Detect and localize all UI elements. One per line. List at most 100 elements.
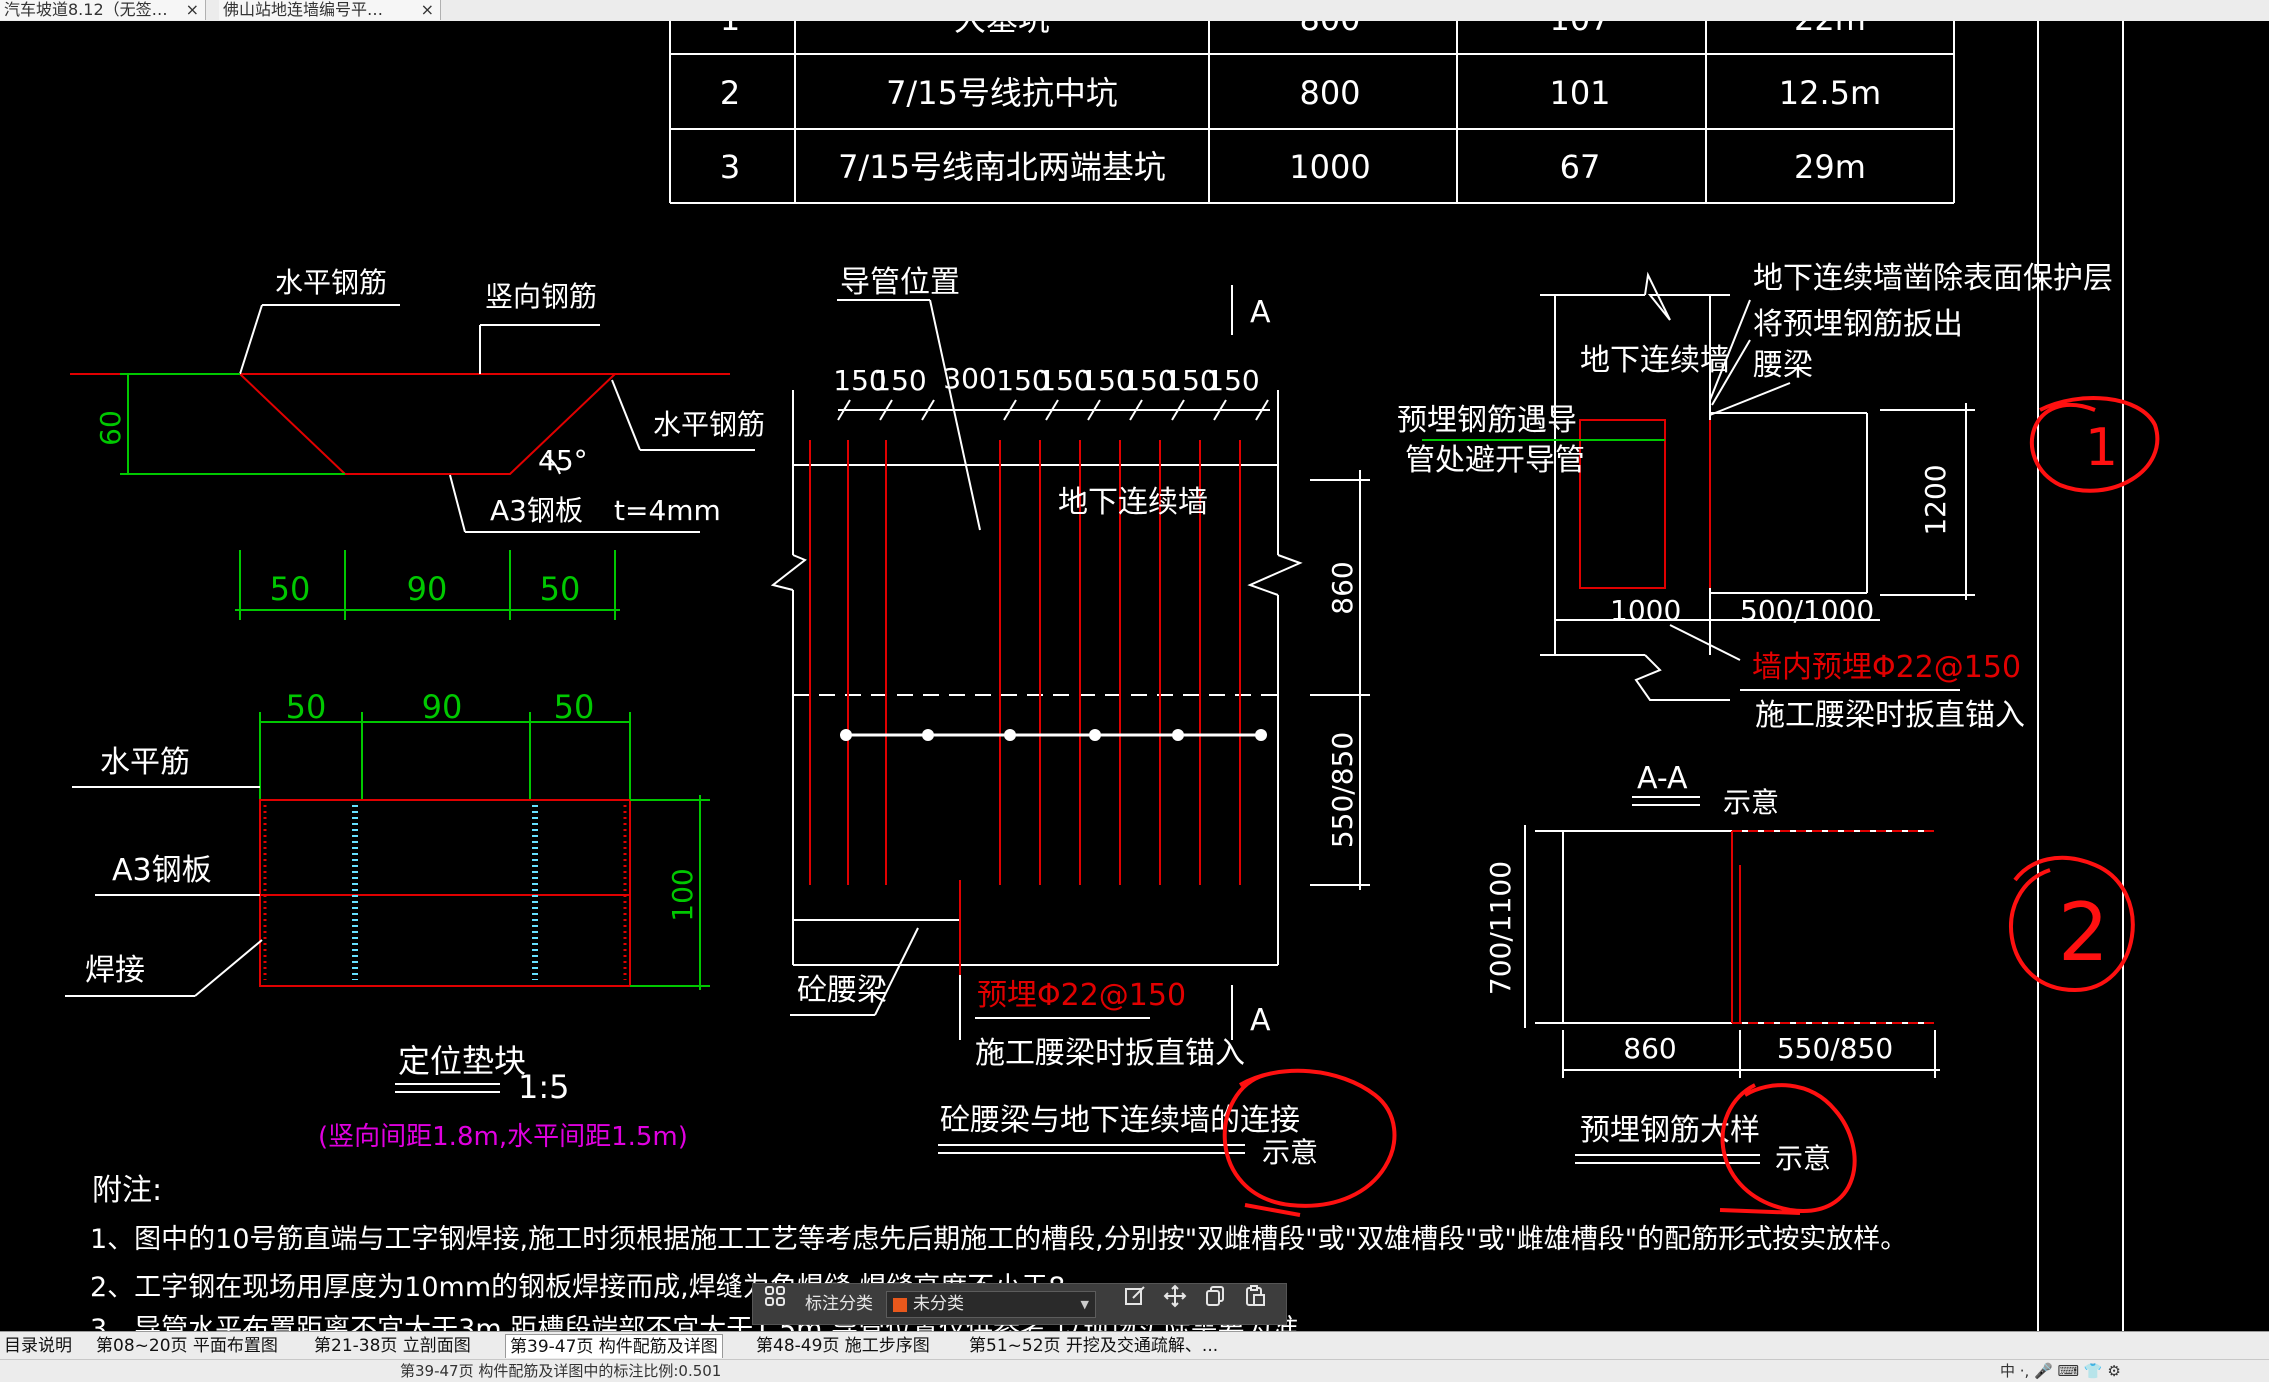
detail-bent-plate: 60 水平钢筋 竖向钢筋 水平钢筋 45° A3钢板 t=4mm 50 90 5… (70, 266, 765, 620)
annotation-circle (2009, 855, 2135, 993)
dimension-label: 860 (1623, 1032, 1676, 1065)
layout-tab[interactable]: 目录说明 (4, 1336, 72, 1356)
label-pipe-note: 预埋钢筋遇导 (1397, 403, 1577, 438)
close-icon[interactable]: × (185, 0, 199, 19)
label-plate: A3钢板 (490, 494, 583, 527)
anchor-dot (922, 729, 934, 741)
annotation-toolbar: 标注分类 未分类 ▼ (752, 1283, 1287, 1325)
table-cell: 22m (1794, 21, 1866, 38)
table-cell: 29m (1794, 148, 1866, 186)
dimension-label: 90 (407, 570, 448, 608)
label-horizontal-bar: 水平筋 (100, 745, 190, 780)
chevron-down-icon: ▼ (1080, 1298, 1089, 1311)
label-pipe-position: 导管位置 (840, 265, 960, 300)
doc-tab-label: 佛山站地连墙编号平… (223, 0, 384, 19)
anchor-dot (1089, 729, 1101, 741)
label-embed-note: 施工腰梁时扳直锚入 (1755, 698, 2025, 733)
dimension-label: 50 (540, 570, 581, 608)
dimension-label: 90 (422, 688, 463, 726)
spacing-label: 150 (1122, 364, 1175, 397)
section-title: A-A (1637, 761, 1688, 796)
section-mark: A (1250, 1003, 1271, 1038)
dimension-label: 50 (270, 570, 311, 608)
spacing-label: 150 (1206, 364, 1259, 397)
detail-beam-connection: 150 150 300 150 150 150 150 150 150 导管位置… (770, 265, 1370, 1169)
layout-tab[interactable]: 第08~20页 平面布置图 (96, 1336, 278, 1356)
dimension-label: 500/1000 (1740, 594, 1874, 627)
dimension-label: 860 (1326, 561, 1359, 614)
edit-icon[interactable] (1123, 1284, 1147, 1308)
note-bend-out: 将预埋钢筋扳出 (1753, 307, 1963, 342)
schematic-label: 示意 (1775, 1142, 1831, 1175)
spacing-label: 300 (943, 362, 996, 395)
dimension-label: 550/850 (1326, 732, 1359, 848)
label-embedded-bar: 墙内预埋Φ22@150 (1752, 650, 2021, 685)
annotation-circle (1222, 1068, 1397, 1217)
label-thickness: t=4mm (614, 494, 721, 527)
dimension-label: 550/850 (1777, 1032, 1893, 1065)
notes-title: 附注: (92, 1173, 162, 1208)
table-cell: 1 (720, 21, 740, 38)
annotation-number: 1 (2085, 418, 2118, 478)
grid-icon[interactable] (763, 1284, 787, 1308)
label-concrete-beam: 砼腰梁 (797, 973, 887, 1008)
doc-tab-ramp[interactable]: 汽车坡道8.12（无签… × (0, 0, 206, 20)
label-plate: A3钢板 (112, 853, 212, 888)
table-cell: 1000 (1289, 148, 1370, 186)
dimension-label: 60 (94, 410, 127, 446)
table-cell: 800 (1299, 21, 1360, 38)
spacing-label: 150 (996, 364, 1049, 397)
schematic-label: 示意 (1723, 786, 1779, 819)
copy-icon[interactable] (1203, 1284, 1227, 1308)
doc-tab-label: 汽车坡道8.12（无签… (4, 0, 168, 19)
annotation-circle (2030, 396, 2160, 493)
dimension-label: 100 (666, 868, 699, 921)
close-icon[interactable]: × (420, 0, 434, 19)
drawing-canvas[interactable]: .w{stroke:#fff;stroke-width:2;fill:none}… (0, 21, 2269, 1331)
status-text: 第39-47页 构件配筋及详图中的标注比例:0.501 (400, 1362, 722, 1380)
table-cell: 67 (1560, 148, 1601, 186)
move-icon[interactable] (1163, 1284, 1187, 1308)
detail-positioning-block: 50 90 50 100 水平筋 A3钢板 焊接 定位垫块 1:5 (竖向间距1… (65, 688, 710, 1152)
label-horizontal-bar: 水平钢筋 (275, 266, 387, 299)
table-cell: 7/15号线南北两端基坑 (838, 148, 1166, 186)
spacing-label: 150 (873, 364, 926, 397)
input-method-icons[interactable]: 中 ·, 🎤 ⌨ 👕 ⚙ (2000, 1362, 2121, 1380)
label-embedded-bar: 预埋Φ22@150 (977, 978, 1186, 1013)
label-pipe-note: 管处避开导管 (1405, 443, 1585, 478)
doc-tab-foshan[interactable]: 佛山站地连墙编号平… × (219, 0, 441, 20)
pit-table: 1 大基坑 800 107 22m 2 7/15号线抗中坑 800 101 12… (669, 21, 1955, 204)
anchor-dot (1255, 729, 1267, 741)
label-weld: 焊接 (85, 953, 145, 988)
layout-tab[interactable]: 第48-49页 施工步序图 (756, 1336, 930, 1356)
spacing-label: 150 (833, 364, 886, 397)
layout-tab-active[interactable]: 第39-47页 构件配筋及详图 (505, 1334, 723, 1358)
document-tab-bar: 汽车坡道8.12（无签… × 佛山站地连墙编号平… × (0, 0, 2269, 22)
table-cell: 大基坑 (954, 21, 1050, 38)
layout-tab-bar: 目录说明 第08~20页 平面布置图 第21-38页 立剖面图 第39-47页 … (0, 1331, 2269, 1360)
paste-icon[interactable] (1243, 1284, 1267, 1308)
annotation-number: 2 (2058, 886, 2109, 979)
detail-title: 预埋钢筋大样 (1580, 1113, 1760, 1148)
table-cell: 107 (1549, 21, 1610, 38)
label-vertical-bar: 竖向钢筋 (485, 280, 597, 313)
category-dropdown[interactable]: 未分类 ▼ (886, 1291, 1096, 1318)
detail-scale: 1:5 (518, 1068, 570, 1106)
category-label: 标注分类 (805, 1294, 873, 1314)
label-horizontal-bar: 水平钢筋 (653, 408, 765, 441)
detail-title: 定位垫块 (398, 1042, 526, 1080)
layout-tab[interactable]: 第21-38页 立剖面图 (314, 1336, 471, 1356)
dimension-label: 1000 (1610, 594, 1681, 627)
detail-embedded-rebar: 1200 预埋钢筋遇导 管处避开导管 地下连续墙 地下连续墙凿除表面保护层 将预… (1222, 261, 2160, 1217)
cad-drawing: .w{stroke:#fff;stroke-width:2;fill:none}… (65, 21, 2160, 1331)
anchor-dot (1172, 729, 1184, 741)
layout-tab[interactable]: 第51~52页 开挖及交通疏解、... (969, 1336, 1219, 1356)
annotation-circle (1719, 1083, 1857, 1215)
label-embed-note: 施工腰梁时扳直锚入 (975, 1036, 1245, 1071)
table-cell: 3 (720, 148, 740, 186)
label-diaphragm-wall: 地下连续墙 (1580, 343, 1730, 378)
anchor-dot (840, 729, 852, 741)
table-cell: 12.5m (1779, 74, 1881, 112)
table-cell: 101 (1549, 74, 1610, 112)
label-waist-beam: 腰梁 (1753, 348, 1813, 383)
